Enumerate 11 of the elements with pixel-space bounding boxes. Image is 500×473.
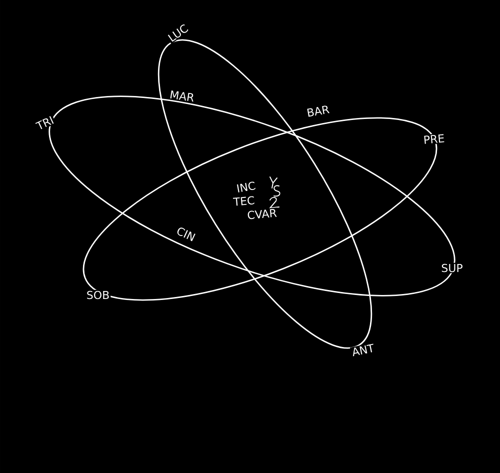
text-label: LUC	[166, 22, 190, 44]
text-label: ANT	[350, 342, 376, 358]
text-label: INC	[234, 180, 258, 194]
text-label: SUP	[440, 262, 464, 274]
text-label: BAR	[304, 104, 332, 118]
text-label: TEC	[232, 194, 256, 208]
text-label: MAR	[168, 89, 196, 103]
text-label: TRI	[34, 114, 56, 132]
text-label: CVAR	[246, 207, 278, 221]
text-label: PRE	[422, 133, 446, 145]
text-label: CIN	[174, 224, 198, 244]
